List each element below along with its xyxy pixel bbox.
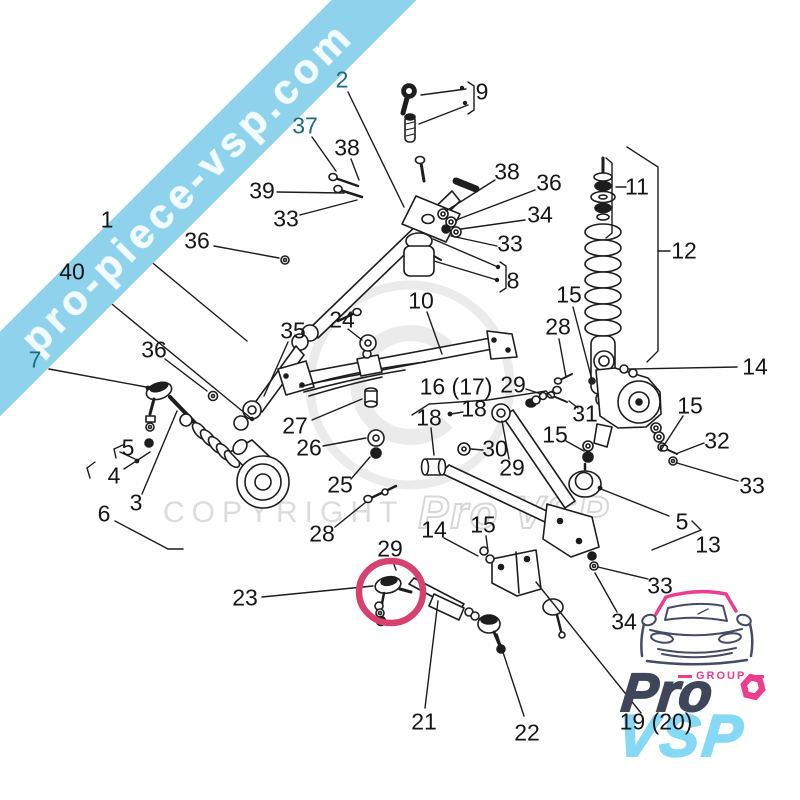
- part-number-label: 12: [671, 237, 697, 264]
- part-number-label: 5: [675, 508, 689, 535]
- part-number-label: 5: [121, 434, 135, 461]
- part-number-label: 18: [461, 395, 487, 422]
- part-number-label: 8: [506, 267, 520, 294]
- part-number-label: 31: [572, 400, 598, 427]
- part-number-label: 36: [536, 169, 562, 196]
- part-number-label: 30: [482, 435, 508, 462]
- part-number-label: 38: [334, 134, 360, 161]
- part-number-label: 28: [545, 313, 571, 340]
- part-number-label: 15: [677, 392, 703, 419]
- part-number-label: 7: [28, 346, 42, 373]
- part-number-label: 13: [695, 531, 721, 558]
- diagram-parts: [144, 83, 678, 654]
- part-number-label: 37: [292, 112, 318, 139]
- logo-group-label: GROUP: [696, 670, 747, 682]
- dash-left-icon: [678, 674, 692, 678]
- part-number-label: 40: [59, 258, 85, 285]
- part-number-label: 19 (20): [619, 708, 693, 735]
- highlight-ellipse: [355, 557, 427, 627]
- part-number-label: 38: [494, 158, 520, 185]
- part-number-label: 4: [107, 462, 121, 489]
- part-number-label: 15: [556, 281, 582, 308]
- part-number-label: 29: [500, 371, 526, 398]
- part-number-label: 6: [97, 500, 111, 527]
- part-number-label: 25: [327, 471, 353, 498]
- part-number-label: 9: [475, 78, 489, 105]
- part-number-label: 15: [542, 421, 568, 448]
- part-number-label: 11: [625, 173, 649, 200]
- part-number-label: 33: [497, 230, 523, 257]
- part-number-label: 29: [499, 454, 525, 481]
- part-number-label: 39: [249, 177, 275, 204]
- part-number-label: 10: [408, 287, 434, 314]
- part-number-label: 34: [527, 201, 553, 228]
- car-front-sketch-icon: [640, 589, 754, 666]
- provsp-logo: GROUP Pro VSP: [600, 580, 800, 780]
- part-number-label: 18: [416, 404, 442, 431]
- part-number-label: 35: [280, 317, 306, 344]
- part-number-label: 14: [742, 353, 768, 380]
- part-number-label: 33: [647, 572, 673, 599]
- part-number-label: 24: [329, 306, 355, 333]
- part-number-label: 3: [129, 489, 143, 516]
- part-number-label: 22: [514, 719, 540, 746]
- part-number-label: 29: [377, 535, 403, 562]
- part-number-label: 2: [335, 66, 349, 93]
- part-number-label: 27: [282, 412, 308, 439]
- part-number-label: 32: [704, 427, 730, 454]
- part-number-label: 1: [100, 206, 114, 233]
- part-number-label: 33: [739, 472, 765, 499]
- part-number-label: 36: [184, 227, 210, 254]
- part-number-label: 14: [421, 516, 447, 543]
- part-number-label: 23: [232, 584, 258, 611]
- part-number-label: 28: [309, 520, 335, 547]
- part-number-label: 26: [296, 434, 322, 461]
- part-number-label: 34: [611, 608, 637, 635]
- part-number-label: 16 (17): [419, 373, 493, 400]
- part-number-label: 15: [470, 511, 496, 538]
- leader-end-dots: [134, 85, 603, 491]
- part-number-label: 33: [273, 205, 299, 232]
- part-number-label: 36: [141, 336, 167, 363]
- part-number-label: 21: [411, 708, 437, 735]
